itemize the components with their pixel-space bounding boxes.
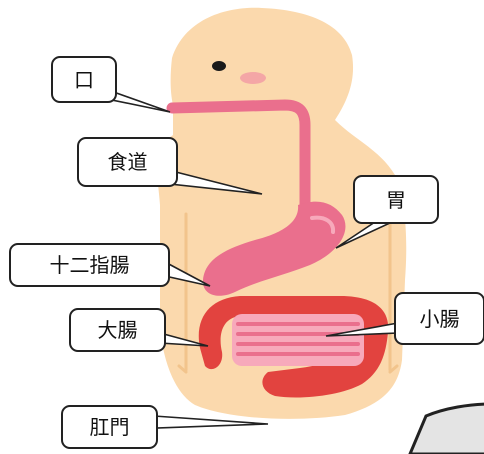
speech-balloon-fragment [410,404,484,454]
label-duodenum: 十二指腸 [9,243,170,287]
pointer-mouth [108,90,170,112]
cheek [240,72,266,84]
label-anus: 肛門 [61,405,158,449]
label-mouth-text: 口 [74,70,94,90]
label-anus-text: 肛門 [90,417,130,437]
label-stomach: 胃 [353,175,439,224]
label-large-intestine: 大腸 [69,308,166,352]
label-stomach-text: 胃 [386,190,406,210]
pointer-anus [154,416,268,428]
small-intestine-coils [232,314,364,366]
label-mouth: 口 [51,56,117,103]
label-large-intestine-text: 大腸 [98,320,138,340]
eye [212,61,226,71]
label-duodenum-text: 十二指腸 [50,255,130,275]
label-esophagus-text: 食道 [108,152,148,172]
label-small-intestine-text: 小腸 [420,309,460,329]
label-esophagus: 食道 [77,137,178,187]
label-small-intestine: 小腸 [394,292,484,345]
